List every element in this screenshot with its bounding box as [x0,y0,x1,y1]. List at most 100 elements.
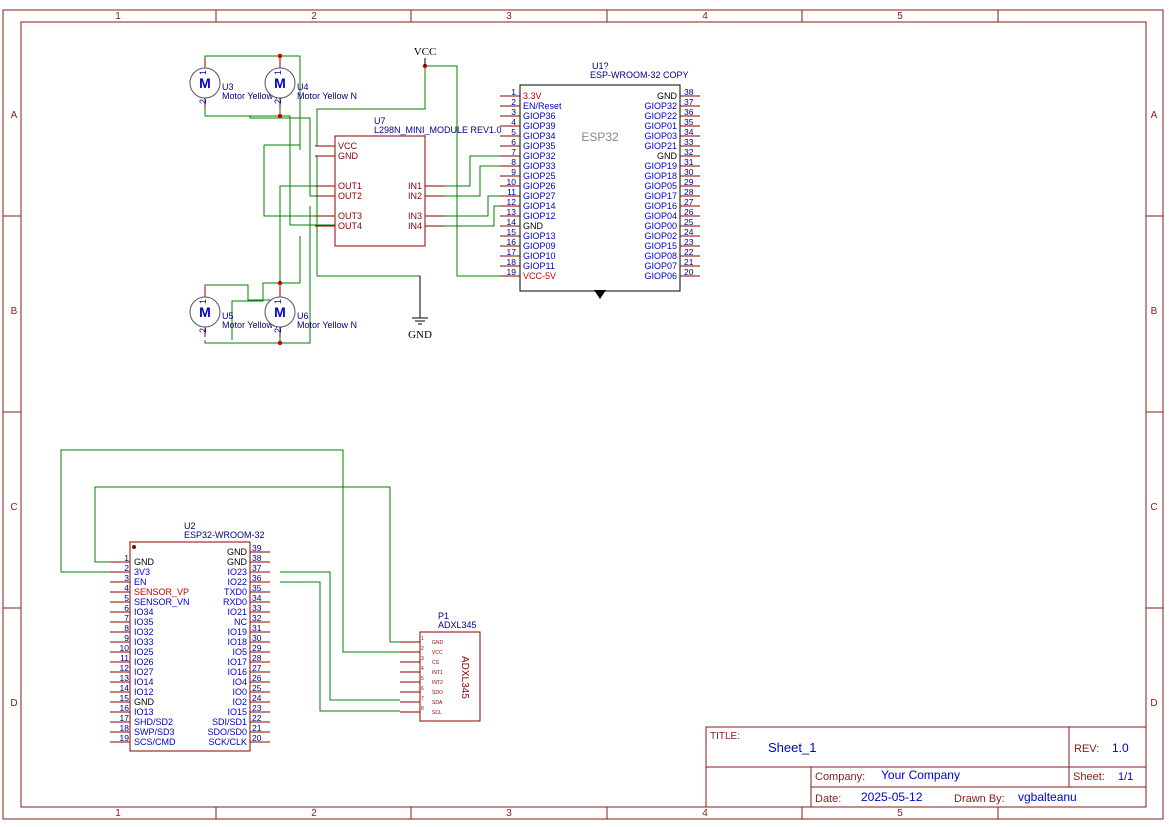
title-label: TITLE: [710,731,740,742]
u1-pin-name: GIOP11 [523,261,555,271]
u2-pin-num: 6 [124,603,129,613]
u2-pin-name: GND [134,557,155,567]
motor-value: Motor Yellow N [222,320,282,330]
col-label-top: 1 [115,11,121,22]
u1-pin-num: 38 [684,87,694,97]
u2-pin-num: 14 [120,683,130,693]
u1-pin-name: GIOP07 [644,261,677,271]
u1-pin-num: 36 [684,107,694,117]
u2-pin-name: IO5 [232,647,247,657]
col-label-bottom: 4 [702,808,708,819]
motor-ref: U4 [297,82,309,92]
u2-pin-name: IO35 [134,617,154,627]
u2-pin-name: NC [234,617,247,627]
driver-pin-out2: OUT2 [338,191,362,201]
u1-pin-name: GIOP06 [644,271,677,281]
u1-pin-num: 5 [511,127,516,137]
u1-pin-name: GIOP08 [644,251,677,261]
u1-pin-name: GIOP21 [644,141,677,151]
u2-pin-name: IO25 [134,647,154,657]
u2-pin-num: 37 [252,563,262,573]
u2-pin-num: 38 [252,553,262,563]
u2-pin-num: 34 [252,593,262,603]
driver-body [334,135,426,247]
u2-pin-num: 24 [252,693,262,703]
driver-pin-vcc: VCC [338,141,358,151]
row-label-left: A [11,110,18,121]
u1-pin-num: 32 [684,147,694,157]
u1-pin-name: GIOP17 [644,191,677,201]
u2-pin-num: 18 [120,723,130,733]
u2-pin-num: 5 [124,593,129,603]
motor-value: Motor Yellow N [297,91,357,101]
u2-pin-num: 9 [124,633,129,643]
motor-glyph: M [199,304,211,320]
driver-u7: U7 L298N_MINI_MODULE REV1.0 VCCGNDOUT1OU… [315,116,502,247]
adxl345-p1: P1 ADXL345 ADXL345 1GND2VCC3CS4INT15INT2… [400,611,481,722]
u2-pin-name: SHD/SD2 [134,717,173,727]
rev-value: 1.0 [1112,741,1129,755]
u1-pin-name: GIOP04 [644,211,677,221]
row-label-right: C [1150,502,1157,513]
u2-pin-name: IO4 [232,677,247,687]
col-label-top: 5 [897,11,903,22]
u1-pin-name: GIOP26 [523,181,556,191]
u1-pin-name: GIOP35 [523,141,556,151]
motor-value: Motor Yellow N [297,320,357,330]
u1-pin-num: 16 [507,237,517,247]
motor-icon [264,67,296,99]
u2-pin-num: 35 [252,583,262,593]
col-label-top: 4 [702,11,708,22]
u1-pin-name: GIOP14 [523,201,556,211]
u2-pin-num: 30 [252,633,262,643]
u1-pin-num: 7 [511,147,516,157]
u2-pin-num: 17 [120,713,130,723]
u1-pin-name: GIOP39 [523,121,556,131]
col-label-bottom: 1 [115,808,121,819]
u2-pin-num: 10 [120,643,130,653]
u1-pin-num: 10 [507,177,517,187]
p1-pin-num: 6 [421,686,424,692]
u1-pin-num: 35 [684,117,694,127]
driver-pin-in3: IN3 [408,211,422,221]
u1-pin-num: 24 [684,227,694,237]
u2-pin-num: 23 [252,703,262,713]
u2-pin-name: IO27 [134,667,154,677]
u1-pin-num: 37 [684,97,694,107]
motor-glyph: M [274,75,286,91]
u1-pin-name: GIOP13 [523,231,556,241]
motor-value: Motor Yellow N [222,91,282,101]
u2-body [129,541,251,752]
u2-pin-name: IO15 [227,707,247,717]
u2-pin-num: 36 [252,573,262,583]
u1-pin-name: GIOP34 [523,131,556,141]
u2-pin-num: 4 [124,583,129,593]
u1-pin-name: GIOP19 [644,161,677,171]
u2-pin-name: EN [134,577,147,587]
u1-pin-num: 29 [684,177,694,187]
gnd-label: GND [408,329,432,341]
motor-pin1-num: 1 [273,70,283,75]
u2-pin-num: 11 [120,653,129,663]
motor-pin2-num: 2 [198,99,208,104]
u1-pin-num: 14 [507,217,517,227]
u2-ref: U2 [184,521,196,531]
driver-pin-gnd: GND [338,151,359,161]
u1-pin-name: GIOP03 [644,131,677,141]
u2-pin-name: IO19 [227,627,247,637]
p1-pin-name: GND [432,640,444,646]
u1-pin-name: GIOP25 [523,171,556,181]
u2-pin-name: SENSOR_VP [134,587,189,597]
u1-body [519,84,681,292]
driver-pin-in4: IN4 [408,221,422,231]
u2-pin-num: 39 [252,543,262,553]
vcc-label: VCC [414,46,437,58]
p1-pin-num: 1 [421,636,424,642]
